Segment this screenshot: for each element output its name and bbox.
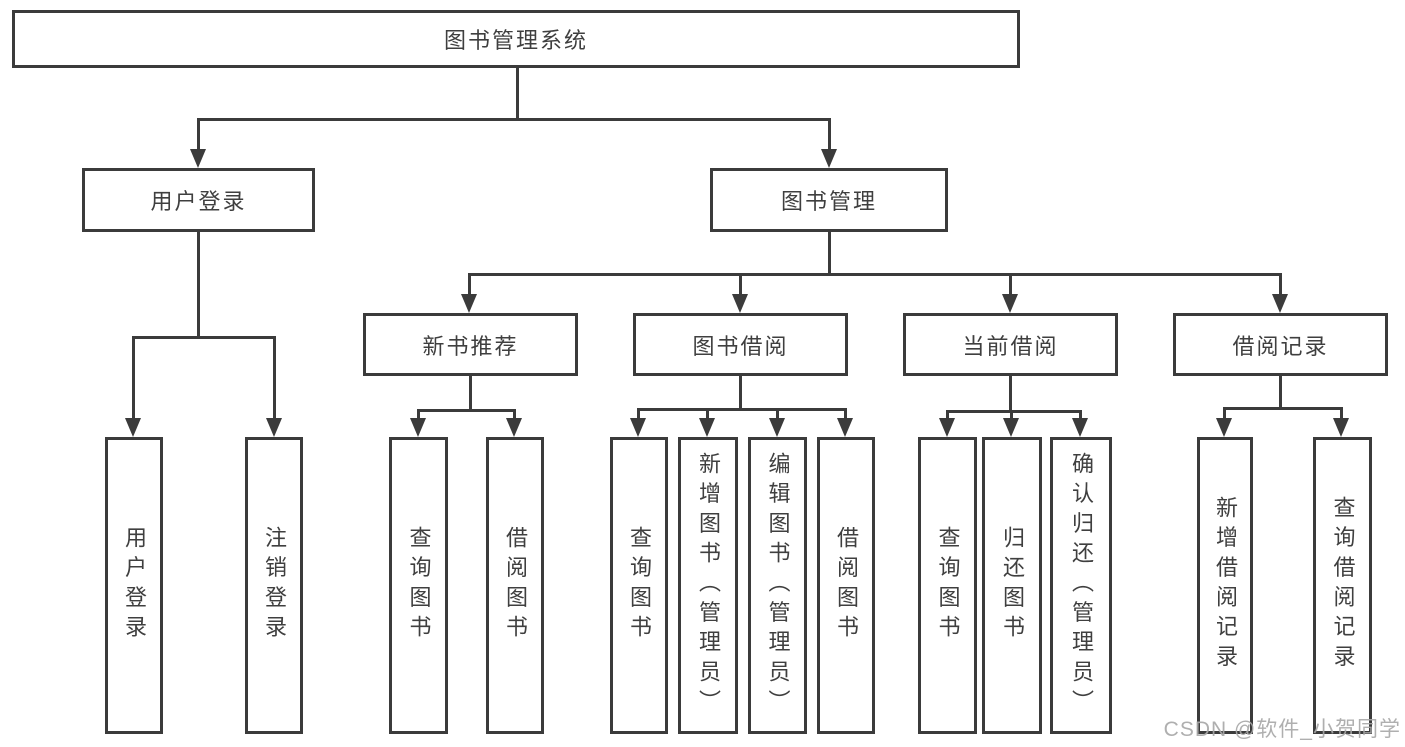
connector-records-stem — [1279, 376, 1282, 407]
arrowhead-bb-add — [699, 418, 715, 437]
connector-to-new-book-recommend — [468, 273, 471, 297]
leaf-records-add-record-label: 新增借阅记录 — [1213, 496, 1238, 675]
node-root-label: 图书管理系统 — [443, 28, 588, 53]
leaf-current-query-books: 查询图书 — [918, 437, 977, 734]
arrowhead-bb-edit — [769, 418, 785, 437]
connector-to-cb-confirm — [1079, 410, 1082, 421]
arrowhead-cb-confirm — [1072, 418, 1088, 437]
leaf-current-query-books-label: 查询图书 — [935, 526, 961, 645]
leaf-current-confirm-return-admin-label: 确认归还（管理员） — [1069, 451, 1094, 720]
leaf-current-return-books: 归还图书 — [982, 437, 1042, 734]
connector-borrowing-branch — [637, 408, 846, 411]
node-current-borrowing: 当前借阅 — [903, 313, 1118, 376]
leaf-borrow-query-books: 查询图书 — [610, 437, 668, 734]
node-current-borrowing-label: 当前借阅 — [962, 333, 1059, 359]
connector-to-br-add — [1223, 407, 1226, 421]
node-user-login-label: 用户登录 — [150, 189, 247, 214]
connector-to-leaf-user-login — [132, 336, 135, 420]
leaf-user-login: 用户登录 — [105, 437, 163, 734]
leaf-current-return-books-label: 归还图书 — [1000, 526, 1025, 645]
connector-book-mgmt-branch — [468, 273, 1281, 276]
connector-root-stem — [516, 68, 519, 118]
leaf-borrow-add-books-admin: 新增图书（管理员） — [678, 437, 738, 734]
leaf-current-confirm-return-admin: 确认归还（管理员） — [1050, 437, 1112, 734]
arrowhead-leaf-user-login — [125, 418, 141, 437]
arrowhead-book-management — [821, 149, 837, 168]
leaf-user-login-label: 用户登录 — [122, 526, 147, 645]
arrowhead-br-add — [1216, 418, 1232, 437]
leaf-newbook-query-books-label: 查询图书 — [406, 526, 432, 645]
leaf-newbook-borrow-books-label: 借阅图书 — [503, 526, 528, 645]
csdn-watermark: CSDN @软件_小贺同学 — [1163, 718, 1401, 741]
arrowhead-new-book-recommend — [461, 294, 477, 313]
node-book-borrowing-label: 图书借阅 — [692, 333, 789, 359]
node-book-management-label: 图书管理 — [780, 189, 877, 214]
arrowhead-bb-query — [630, 418, 646, 437]
connector-to-nb-query — [417, 409, 420, 421]
connector-to-bb-add — [706, 408, 709, 421]
leaf-borrow-edit-books-admin: 编辑图书（管理员） — [748, 437, 807, 734]
connector-book-mgmt-stem — [828, 232, 831, 273]
connector-to-cb-query — [946, 410, 949, 421]
leaf-borrow-borrow-books: 借阅图书 — [817, 437, 875, 734]
leaf-records-add-record: 新增借阅记录 — [1197, 437, 1253, 734]
connector-newbook-branch — [417, 409, 516, 412]
leaf-records-query-record: 查询借阅记录 — [1313, 437, 1372, 734]
node-book-management: 图书管理 — [710, 168, 948, 232]
leaf-borrow-query-books-label: 查询图书 — [627, 526, 652, 645]
connector-to-borrowing-records — [1279, 273, 1282, 297]
connector-to-book-borrowing — [739, 273, 742, 297]
connector-current-stem — [1009, 376, 1012, 410]
leaf-logout-label: 注销登录 — [262, 526, 287, 645]
arrowhead-user-login — [190, 149, 206, 168]
arrowhead-cb-return — [1003, 418, 1019, 437]
node-borrowing-records: 借阅记录 — [1173, 313, 1388, 376]
node-user-login: 用户登录 — [82, 168, 315, 232]
arrowhead-br-query — [1333, 418, 1349, 437]
connector-to-user-login — [197, 118, 200, 152]
connector-to-current-borrowing — [1009, 273, 1012, 297]
arrowhead-book-borrowing — [732, 294, 748, 313]
connector-current-branch — [946, 410, 1081, 413]
leaf-borrow-add-books-admin-label: 新增图书（管理员） — [696, 451, 721, 720]
arrowhead-leaf-logout — [266, 418, 282, 437]
connector-to-bb-query — [637, 408, 640, 421]
connector-user-login-branch — [132, 336, 276, 339]
connector-to-br-query — [1340, 407, 1343, 421]
node-root-library-system: 图书管理系统 — [12, 10, 1020, 68]
arrowhead-cb-query — [939, 418, 955, 437]
connector-to-leaf-logout — [273, 336, 276, 420]
connector-to-nb-borrow — [513, 409, 516, 421]
leaf-borrow-borrow-books-label: 借阅图书 — [834, 526, 859, 645]
node-book-borrowing: 图书借阅 — [633, 313, 848, 376]
node-borrowing-records-label: 借阅记录 — [1232, 333, 1329, 359]
connector-root-branch — [197, 118, 831, 121]
connector-user-login-stem — [197, 232, 200, 336]
arrowhead-bb-borrow — [837, 418, 853, 437]
leaf-newbook-borrow-books: 借阅图书 — [486, 437, 544, 734]
node-new-book-recommend-label: 新书推荐 — [422, 333, 519, 359]
connector-newbook-stem — [469, 376, 472, 409]
connector-records-branch — [1223, 407, 1342, 410]
leaf-logout: 注销登录 — [245, 437, 303, 734]
connector-borrowing-stem — [739, 376, 742, 408]
arrowhead-nb-borrow — [506, 418, 522, 437]
node-new-book-recommend: 新书推荐 — [363, 313, 578, 376]
leaf-newbook-query-books: 查询图书 — [389, 437, 448, 734]
leaf-borrow-edit-books-admin-label: 编辑图书（管理员） — [765, 451, 791, 720]
leaf-records-query-record-label: 查询借阅记录 — [1330, 496, 1356, 675]
connector-to-book-management — [828, 118, 831, 152]
arrowhead-nb-query — [410, 418, 426, 437]
connector-to-bb-edit — [776, 408, 779, 421]
arrowhead-borrowing-records — [1272, 294, 1288, 313]
connector-to-bb-borrow — [844, 408, 847, 421]
connector-to-cb-return — [1010, 410, 1013, 421]
arrowhead-current-borrowing — [1002, 294, 1018, 313]
